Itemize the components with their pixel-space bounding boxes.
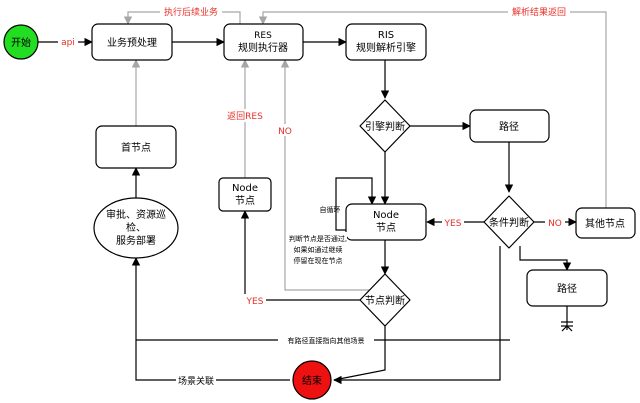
path-bottom-label: 路径 (557, 282, 577, 295)
res-label-1: RES (254, 31, 272, 41)
label-return-res: 返回RES (227, 110, 263, 122)
label-yes-node: YES (246, 297, 264, 307)
edges (38, 11, 607, 385)
engine-judge-node[interactable]: 引擎判断 (359, 99, 411, 153)
ris-label-2: 规则解析引擎 (356, 41, 416, 54)
approval-node[interactable]: 审批、资源巡 检、 服务部署 (93, 197, 179, 259)
label-yes-condition: YES (444, 219, 462, 229)
ris-label-1: RIS (378, 30, 394, 41)
label-no-left: NO (278, 127, 292, 137)
start-label: 开始 (11, 36, 31, 49)
path-top-node[interactable]: 路径 (469, 109, 550, 143)
path-top-label: 路径 (499, 120, 519, 133)
edge-self-loop (335, 177, 377, 231)
first-node-label: 首节点 (121, 141, 151, 154)
label-judge-note-3: 停留在现在节点 (294, 256, 343, 265)
other-node-label: 其他节点 (585, 217, 625, 230)
label-judge-note-2: 如果如通过继续 (294, 245, 343, 254)
label-no-condition: NO (548, 219, 562, 229)
many-endpoint-icon (561, 321, 573, 332)
res-node[interactable]: RES 规则执行器 (223, 23, 304, 61)
ris-node[interactable]: RIS 规则解析引擎 (345, 23, 427, 61)
start-node[interactable]: 开始 (3, 24, 39, 60)
label-api: api (61, 38, 75, 48)
node-judge-node[interactable]: 节点判断 (359, 273, 411, 327)
preprocess-label: 业务预处理 (107, 36, 157, 49)
left-node-label-1: Node (232, 183, 258, 194)
center-node[interactable]: Node 节点 (345, 203, 427, 241)
edge-node-judge-to-res-no (280, 59, 375, 291)
approval-label-1: 审批、资源巡 (106, 208, 166, 221)
label-parse-return: 解析结果返回 (512, 6, 566, 18)
edge-labels: api 执行后续业务 解析结果返回 返回RES NO 自循环 YES NO YE… (58, 5, 570, 387)
label-judge-note-1: 判断节点是否通过, (289, 234, 347, 243)
edge-condition-to-end (333, 246, 501, 385)
node-judge-label: 节点判断 (365, 294, 405, 307)
end-label: 结束 (302, 374, 322, 387)
res-label-2: 规则执行器 (238, 41, 288, 54)
edge-node-judge-to-end (333, 326, 386, 381)
condition-judge-node[interactable]: 条件判断 (483, 195, 535, 249)
preprocess-node[interactable]: 业务预处理 (91, 23, 173, 61)
end-node[interactable]: 结束 (292, 360, 332, 400)
label-scene-link: 场景关联 (178, 375, 214, 387)
condition-judge-label: 条件判断 (489, 216, 529, 229)
edge-other-to-res-return (258, 11, 607, 208)
other-node[interactable]: 其他节点 (575, 207, 636, 239)
approval-label-3: 服务部署 (116, 234, 156, 247)
engine-judge-label: 引擎判断 (365, 120, 405, 133)
center-node-label-1: Node (373, 210, 399, 221)
left-node[interactable]: Node 节点 (218, 177, 272, 212)
label-continue-business: 执行后续业务 (164, 6, 218, 18)
label-path-to-scene: 有路径直接指向其他场景 (288, 336, 365, 345)
first-node[interactable]: 首节点 (95, 125, 177, 169)
center-node-label-2: 节点 (376, 222, 396, 234)
edge-condition-to-path-bottom (519, 246, 572, 271)
approval-label-2: 检、 (126, 221, 146, 234)
path-bottom-node[interactable]: 路径 (526, 269, 608, 307)
label-self-loop: 自循环 (320, 205, 341, 214)
left-node-label-2: 节点 (235, 195, 255, 207)
edge-end-to-approval (131, 257, 290, 381)
